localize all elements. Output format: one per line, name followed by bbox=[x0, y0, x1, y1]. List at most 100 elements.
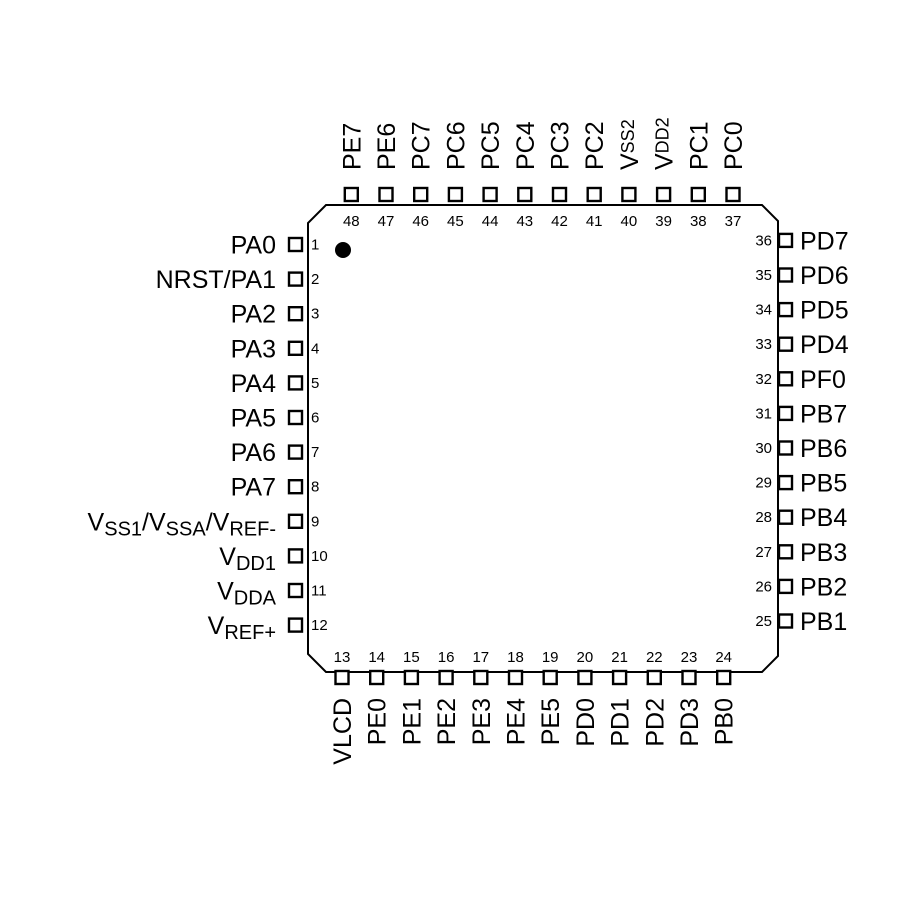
pin-pad-25 bbox=[777, 613, 794, 629]
pin-name-pa4: PA4 bbox=[231, 370, 276, 398]
pin-name-pe3: PE3 bbox=[468, 698, 496, 745]
pin-name-pd0: PD0 bbox=[572, 698, 600, 747]
pin-number-40: 40 bbox=[621, 213, 638, 230]
pin-number-43: 43 bbox=[516, 213, 533, 230]
pin-pad-23 bbox=[681, 669, 697, 686]
pin-number-38: 38 bbox=[690, 213, 707, 230]
pin-number-30: 30 bbox=[755, 440, 772, 457]
pin-name-vss1-vssa-vref: VSS1/VSSA/VREF- bbox=[88, 508, 276, 540]
pin-name-pe2: PE2 bbox=[433, 698, 461, 745]
pin-pad-26 bbox=[777, 578, 794, 595]
pin-number-34: 34 bbox=[755, 302, 772, 319]
pin-number-44: 44 bbox=[482, 213, 499, 230]
pin-number-37: 37 bbox=[725, 213, 742, 230]
pin-number-15: 15 bbox=[403, 649, 420, 666]
pin-number-46: 46 bbox=[412, 213, 429, 230]
pin-number-16: 16 bbox=[438, 649, 455, 666]
pin-pad-39 bbox=[655, 186, 672, 203]
pin-number-12: 12 bbox=[311, 617, 328, 634]
pin-number-23: 23 bbox=[681, 649, 698, 666]
pin-name-pd1: PD1 bbox=[607, 698, 635, 747]
pin-pad-12 bbox=[287, 617, 304, 633]
pin-name-pb1: PB1 bbox=[800, 608, 847, 636]
pin-pad-9 bbox=[287, 513, 304, 529]
pin-pad-6 bbox=[287, 409, 304, 426]
chip-body bbox=[307, 204, 779, 673]
pin-pad-19 bbox=[542, 669, 558, 686]
pin-number-26: 26 bbox=[755, 578, 772, 595]
pin-name-pc4: PC4 bbox=[512, 121, 540, 170]
pin-name-pe6: PE6 bbox=[373, 123, 401, 170]
pin-pad-33 bbox=[777, 336, 794, 352]
pin-pad-36 bbox=[777, 232, 794, 249]
pin-number-32: 32 bbox=[755, 371, 772, 388]
pin-name-pe4: PE4 bbox=[503, 698, 531, 745]
pin-pad-48 bbox=[343, 186, 359, 203]
pin-name-vlcd: VLCD bbox=[329, 698, 357, 765]
pin-pad-24 bbox=[716, 669, 732, 686]
pin-name-pc2: PC2 bbox=[581, 121, 609, 170]
pin-pad-37 bbox=[725, 186, 741, 203]
pin-number-7: 7 bbox=[311, 444, 319, 461]
pin-name-pb5: PB5 bbox=[800, 470, 847, 498]
pin-pad-21 bbox=[611, 669, 628, 686]
pin-pad-31 bbox=[777, 405, 794, 422]
pin-pad-18 bbox=[507, 669, 524, 686]
pin-number-17: 17 bbox=[472, 649, 489, 666]
pin-number-13: 13 bbox=[334, 649, 351, 666]
pins-layer: 1PA02NRST/PA13PA24PA35PA46PA57PA68PA79VS… bbox=[88, 117, 849, 764]
pin-number-2: 2 bbox=[311, 271, 319, 288]
pin-name-pd6: PD6 bbox=[800, 262, 849, 290]
pin-pad-28 bbox=[777, 509, 794, 525]
pin-name-pc7: PC7 bbox=[408, 121, 436, 170]
pin-pad-2 bbox=[287, 271, 304, 287]
pin-number-45: 45 bbox=[447, 213, 464, 230]
pin-name-vdd2: VDD2 bbox=[651, 117, 679, 170]
pin-number-27: 27 bbox=[755, 544, 772, 561]
pin-name-pd5: PD5 bbox=[800, 297, 849, 325]
pin-number-3: 3 bbox=[311, 306, 319, 323]
pin-name-pb6: PB6 bbox=[800, 435, 847, 463]
pin-name-pb3: PB3 bbox=[800, 539, 847, 567]
pin-pad-34 bbox=[777, 301, 794, 318]
pin-number-29: 29 bbox=[755, 475, 772, 492]
pin-name-pe5: PE5 bbox=[537, 698, 565, 745]
pin-pad-46 bbox=[413, 186, 429, 203]
pin-pad-22 bbox=[646, 669, 662, 686]
pin-number-22: 22 bbox=[646, 649, 663, 666]
pin-name-pb7: PB7 bbox=[800, 400, 847, 428]
pin-pad-47 bbox=[378, 186, 394, 203]
pin-number-33: 33 bbox=[755, 336, 772, 353]
pin-name-pc3: PC3 bbox=[547, 121, 575, 170]
pin-name-pa5: PA5 bbox=[231, 405, 276, 433]
pin-name-vref: VREF+ bbox=[208, 612, 276, 644]
pin-number-6: 6 bbox=[311, 410, 319, 427]
pin-name-pd7: PD7 bbox=[800, 227, 849, 255]
pin-name-pb4: PB4 bbox=[800, 504, 847, 532]
pin-pad-30 bbox=[777, 440, 794, 456]
pin-pad-17 bbox=[473, 669, 489, 686]
pin-number-48: 48 bbox=[343, 213, 360, 230]
pin-name-pa3: PA3 bbox=[231, 335, 276, 363]
pin-pad-35 bbox=[777, 267, 794, 283]
pin-number-31: 31 bbox=[755, 405, 772, 422]
pin-pad-29 bbox=[777, 474, 794, 491]
pin-pad-42 bbox=[551, 186, 568, 203]
pin-name-nrst-pa1: NRST/PA1 bbox=[156, 266, 276, 294]
pin-name-pe7: PE7 bbox=[338, 123, 366, 170]
pin-name-vdda: VDDA bbox=[217, 578, 277, 610]
pin-number-36: 36 bbox=[755, 232, 772, 249]
pin-pad-20 bbox=[577, 669, 593, 686]
pin-number-1: 1 bbox=[311, 237, 319, 254]
pin-name-pd2: PD2 bbox=[641, 698, 669, 747]
pin-pad-32 bbox=[777, 371, 794, 387]
pin-number-41: 41 bbox=[586, 213, 603, 230]
pin-name-pc0: PC0 bbox=[720, 121, 748, 170]
pin-number-42: 42 bbox=[551, 213, 568, 230]
pin-name-pe0: PE0 bbox=[364, 698, 392, 745]
pin-pad-15 bbox=[403, 669, 420, 686]
pin-number-35: 35 bbox=[755, 267, 772, 284]
pin-pad-44 bbox=[482, 186, 498, 203]
